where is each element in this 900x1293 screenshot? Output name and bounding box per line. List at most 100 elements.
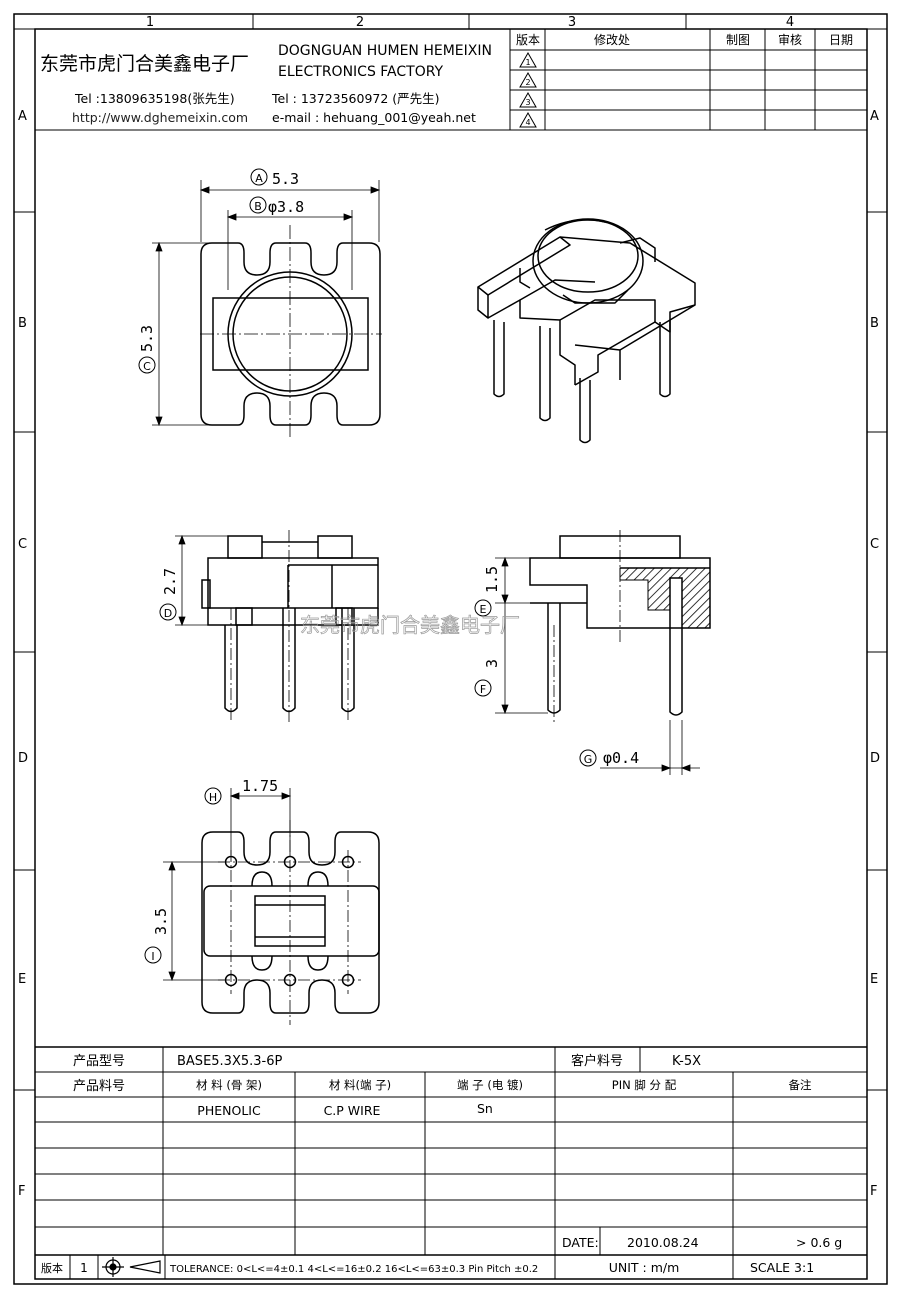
projection-symbol-icon: [102, 1257, 161, 1277]
dim-b-letter: B: [254, 200, 262, 213]
dim-e-marker: [474, 599, 492, 617]
dim-a-letter: A: [255, 172, 263, 185]
material-bobbin-label: 材 料 (骨 架): [196, 1078, 262, 1092]
dim-c-marker: [138, 356, 156, 374]
customer-no-label: 客户料号: [571, 1053, 623, 1069]
dim-c-letter: C: [143, 360, 151, 373]
col-label-3: 3: [568, 15, 576, 30]
dim-e: [495, 556, 548, 605]
row-label-b-right: B: [870, 316, 879, 331]
date-value: 2010.08.24: [627, 1235, 699, 1250]
company-email[interactable]: e-mail : hehuang_001@yeah.net: [272, 110, 476, 125]
front-view: [201, 535, 379, 713]
rev-row-3: 3: [525, 98, 530, 107]
col-label-2: 2: [356, 15, 364, 30]
dim-i-letter: I: [151, 950, 154, 963]
row-label-a-left: A: [18, 109, 27, 124]
front-view-centerlines: [230, 530, 349, 722]
dim-b: [226, 210, 354, 290]
section-hatch: [619, 567, 711, 629]
row-label-f-right: F: [870, 1184, 877, 1199]
material-pin-label: 材 料(端 子): [329, 1078, 391, 1092]
scale-value: SCALE 3:1: [750, 1260, 814, 1275]
date-label: DATE:: [562, 1235, 599, 1250]
rev-row-1: 1: [525, 58, 530, 67]
dim-i-value: 3.5: [152, 908, 170, 935]
row-label-e-left: E: [18, 972, 26, 987]
unit-value: UNIT : m/m: [609, 1260, 680, 1275]
title-block: [35, 1046, 867, 1279]
row-label-d-left: D: [18, 751, 28, 766]
version-value: 1: [80, 1261, 88, 1275]
rev-header-change: 修改处: [594, 32, 630, 47]
rev-triangles: [519, 51, 537, 128]
material-pin-value: C.P WIRE: [324, 1103, 381, 1118]
rev-row-2: 2: [525, 78, 530, 87]
dim-a-marker: [250, 168, 268, 186]
dim-i-marker: [144, 946, 162, 964]
dim-f: [495, 603, 548, 715]
product-no-label: 产品料号: [73, 1079, 125, 1094]
company-name-en-2: ELECTRONICS FACTORY: [278, 64, 444, 80]
remark-label: 备注: [789, 1078, 812, 1092]
company-name-en-1: DOGNGUAN HUMEN HEMEIXIN: [278, 43, 492, 59]
inner-frame: [34, 28, 868, 1280]
dim-a: [199, 180, 381, 242]
terminal-plating-label: 端 子 (电 镀): [457, 1078, 523, 1092]
dim-b-value: φ3.8: [268, 198, 304, 216]
dim-e-value: 1.5: [483, 566, 501, 593]
rev-header-date: 日期: [829, 33, 853, 47]
pin-assignment-label: PIN 脚 分 配: [612, 1078, 677, 1092]
material-bobbin-value: PHENOLIC: [197, 1103, 261, 1118]
dim-d-marker: [159, 603, 177, 621]
outer-frame: [13, 13, 888, 1285]
row-label-f-left: F: [18, 1184, 25, 1199]
dim-g-letter: G: [584, 753, 593, 766]
dim-h-value: 1.75: [242, 777, 278, 795]
col-label-4: 4: [786, 15, 794, 30]
dim-i: [163, 860, 224, 982]
rev-header-version: 版本: [516, 33, 540, 47]
terminal-plating-value: Sn: [477, 1101, 493, 1116]
dim-g-marker: [579, 749, 597, 767]
rev-row-4: 4: [525, 118, 530, 127]
dim-f-letter: F: [480, 683, 486, 696]
iso-view: [477, 218, 696, 444]
company-tel-2: Tel : 13723560972 (严先生): [271, 91, 440, 106]
row-label-c-right: C: [870, 537, 879, 552]
row-label-e-right: E: [870, 972, 878, 987]
dim-e-letter: E: [480, 603, 487, 616]
dim-d: [175, 534, 228, 627]
product-model-label: 产品型号: [73, 1054, 125, 1069]
bottom-view: [201, 831, 380, 1014]
row-label-b-left: B: [18, 316, 27, 331]
top-view-centerlines: [200, 225, 382, 440]
dim-d-letter: D: [164, 607, 172, 620]
row-label-d-right: D: [870, 751, 880, 766]
dim-h: [229, 788, 292, 855]
dim-g-value: φ0.4: [603, 749, 639, 767]
row-label-c-left: C: [18, 537, 27, 552]
col-label-1: 1: [146, 15, 154, 30]
tolerance-text: TOLERANCE: 0<L<=4±0.1 4<L<=16±0.2 16<L<=…: [169, 1264, 538, 1275]
dim-b-marker: [249, 196, 267, 214]
dim-c-value: 5.3: [138, 325, 156, 352]
dim-d-value: 2.7: [161, 568, 179, 595]
rev-header-drawn: 制图: [726, 33, 750, 47]
watermark: 东莞市虎门合美鑫电子厂: [300, 613, 520, 637]
weight-value: > 0.6 g: [796, 1235, 842, 1250]
dim-h-marker: [204, 787, 222, 805]
product-model-value: BASE5.3X5.3-6P: [177, 1054, 282, 1069]
dim-f-value: 3: [483, 659, 501, 668]
company-tel-1: Tel :13809635198(张先生): [74, 91, 235, 106]
company-website[interactable]: http://www.dghemeixin.com: [72, 110, 248, 125]
company-name-cn: 东莞市虎门合美鑫电子厂: [40, 53, 249, 75]
customer-no-value: K-5X: [672, 1054, 701, 1069]
rev-header-check: 审核: [778, 32, 802, 47]
dim-f-marker: [474, 679, 492, 697]
row-label-a-right: A: [870, 109, 879, 124]
dim-a-value: 5.3: [272, 170, 299, 188]
revision-table: [509, 28, 868, 131]
dim-c: [152, 241, 210, 427]
